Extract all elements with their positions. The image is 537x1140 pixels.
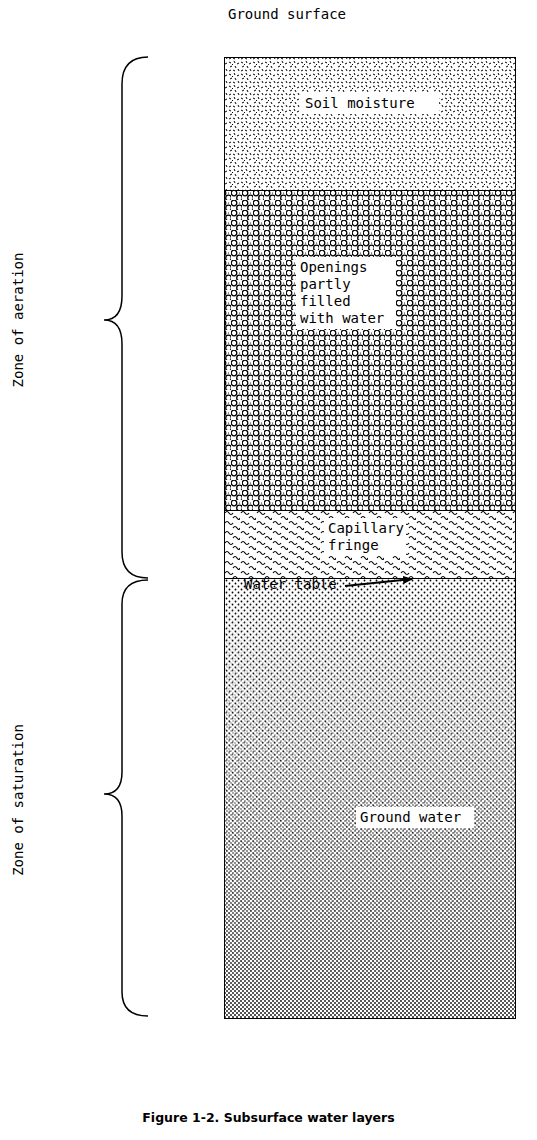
diagram-label: Water table <box>244 576 337 593</box>
layer-label: Openings partly filled with water <box>296 257 396 329</box>
layer-label: Capillary fringe <box>324 518 406 556</box>
zone-label: Zone of aeration <box>10 253 27 388</box>
zone-label: Zone of saturation <box>10 724 27 876</box>
leader-arrow <box>345 579 412 586</box>
layer-band: Ground water <box>224 578 516 1019</box>
layer-band: Openings partly filled with water <box>224 190 516 511</box>
layer-label: Ground water <box>356 807 474 828</box>
zone-brace <box>104 57 148 578</box>
diagram-label: Ground surface <box>228 6 346 23</box>
figure-caption: Figure 1-2. Subsurface water layers <box>0 1110 537 1125</box>
layer-band: Capillary fringe <box>224 510 516 579</box>
layer-band: Soil moisture <box>224 57 516 191</box>
zone-brace <box>104 580 148 1016</box>
layer-label: Soil moisture <box>301 93 439 114</box>
